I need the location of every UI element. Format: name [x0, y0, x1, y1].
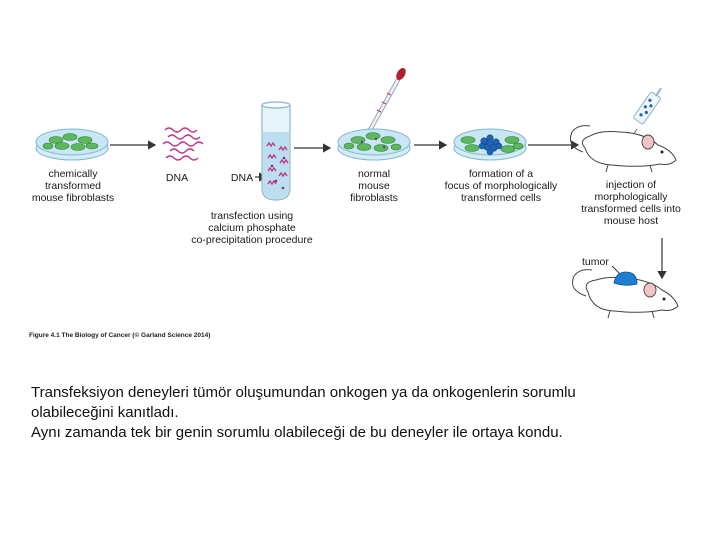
- tumor-mouse-icon: [572, 269, 679, 319]
- label-transfection: transfection using calcium phosphate co-…: [191, 210, 313, 246]
- label-tumor: tumor: [582, 256, 609, 268]
- label-donor-cells: chemically transformed mouse fibroblasts: [31, 168, 115, 204]
- mouse-host-icon: [569, 125, 677, 173]
- tumor-icon: [613, 271, 638, 286]
- test-tube: [261, 101, 291, 201]
- label-focus: formation of a focus of morphologically …: [444, 168, 558, 204]
- pipette: [367, 68, 406, 133]
- label-injection: injection of morphologically transformed…: [581, 179, 681, 227]
- body-line-3: Aynı zamanda tek bir genin sorumlu olabi…: [31, 424, 563, 441]
- syringe: [630, 87, 662, 139]
- focus-dish: [453, 128, 527, 161]
- label-dna-2: DNA: [230, 172, 254, 184]
- label-dna-1: DNA: [165, 172, 189, 184]
- body-line-2: olabileceğini kanıtladı.: [31, 404, 179, 421]
- body-line-1: Transfeksiyon deneyleri tümör oluşumunda…: [31, 384, 576, 401]
- figure-caption: Figure 4.1 The Biology of Cancer (© Garl…: [29, 332, 211, 339]
- recipient-dish: [337, 128, 411, 161]
- slide-body-text: Transfeksiyon deneyleri tümör oluşumunda…: [31, 383, 691, 443]
- donor-dish: [35, 128, 109, 161]
- label-normal-cells: normal mouse fibroblasts: [350, 168, 398, 204]
- dna-strands: [162, 127, 204, 161]
